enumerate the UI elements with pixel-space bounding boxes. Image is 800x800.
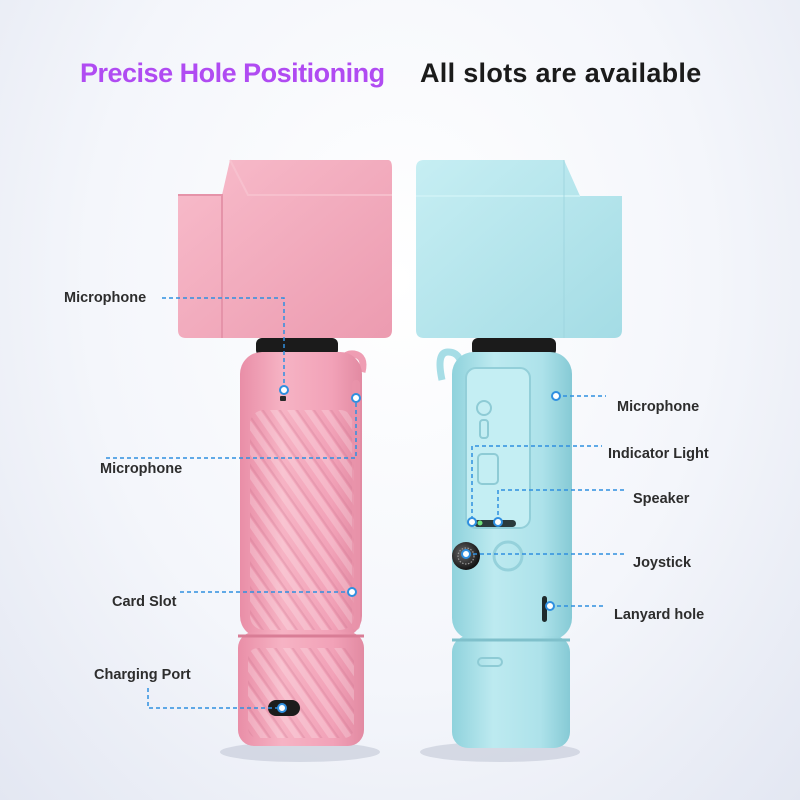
pink-cap xyxy=(178,160,392,338)
blue-indicator-light xyxy=(477,520,483,526)
dot-right-lanyard-hole xyxy=(545,601,555,611)
label-left-microphone-top: Microphone xyxy=(64,290,147,306)
dot-right-speaker xyxy=(493,517,503,527)
callout-lines xyxy=(106,297,626,709)
blue-bottom-block xyxy=(452,636,570,748)
pink-device xyxy=(178,159,392,746)
pink-gimbal-neck xyxy=(256,338,338,356)
label-right-microphone: Microphone xyxy=(617,399,700,415)
label-left-microphone-side: Microphone xyxy=(100,461,183,477)
label-right-indicator-light: Indicator Light xyxy=(608,446,709,462)
dot-right-microphone xyxy=(551,391,561,401)
dot-left-charging-port xyxy=(277,703,287,713)
blue-lanyard-hole xyxy=(542,596,547,622)
headline-secondary: All slots are available xyxy=(420,58,702,88)
blue-device xyxy=(416,160,622,748)
label-left-charging-port: Charging Port xyxy=(94,667,191,683)
blue-front-window xyxy=(465,367,531,529)
pink-device-shadow xyxy=(220,742,380,762)
dot-left-card-slot xyxy=(347,587,357,597)
label-right-joystick: Joystick xyxy=(633,555,692,571)
headline-primary: Precise Hole Positioning xyxy=(80,58,385,88)
pink-microphone-hole xyxy=(280,396,286,401)
dot-right-indicator-light xyxy=(467,517,477,527)
blue-record-button xyxy=(492,540,524,572)
label-right-speaker: Speaker xyxy=(633,491,690,507)
blue-cap xyxy=(416,160,622,338)
label-right-lanyard-hole: Lanyard hole xyxy=(614,607,705,623)
dot-left-microphone-side xyxy=(351,393,361,403)
callout-dots xyxy=(277,385,561,713)
label-left-card-slot: Card Slot xyxy=(112,594,177,610)
dot-right-joystick xyxy=(461,549,471,559)
blue-gimbal-neck xyxy=(472,338,556,356)
dot-left-microphone-top xyxy=(279,385,289,395)
headline: Precise Hole Positioning All slots are a… xyxy=(0,58,800,98)
